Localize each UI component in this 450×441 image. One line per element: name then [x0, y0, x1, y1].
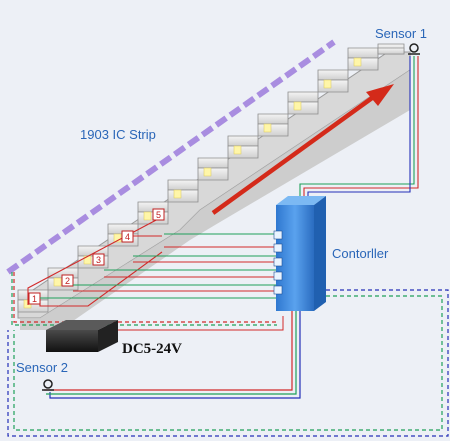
direction-arrow [211, 84, 394, 215]
svg-text:1: 1 [32, 294, 37, 304]
power-supply [46, 320, 118, 352]
controller-label: Contorller [332, 246, 389, 261]
svg-text:3: 3 [96, 255, 101, 265]
svg-text:2: 2 [65, 276, 70, 286]
power-label: DC5-24V [122, 341, 182, 357]
controller-box [273, 196, 326, 311]
sensor1-icon [408, 43, 420, 55]
svg-text:5: 5 [156, 210, 161, 220]
sensor2-wires [7, 289, 449, 437]
step-number-boxes: 1 2 3 4 5 [28, 208, 165, 305]
sensor1-wires [299, 56, 419, 196]
svg-text:4: 4 [125, 232, 130, 242]
strip-feed-wires [11, 272, 277, 326]
sensor1-label: Sensor 1 [375, 26, 427, 41]
ic-strip-line [6, 39, 336, 275]
sensor2-icon [42, 379, 54, 391]
strip-label: 1903 IC Strip [80, 127, 156, 142]
controller-output-wires [40, 233, 277, 299]
sensor2-label: Sensor 2 [16, 360, 68, 375]
power-wire [118, 316, 284, 331]
staircase [17, 43, 411, 330]
